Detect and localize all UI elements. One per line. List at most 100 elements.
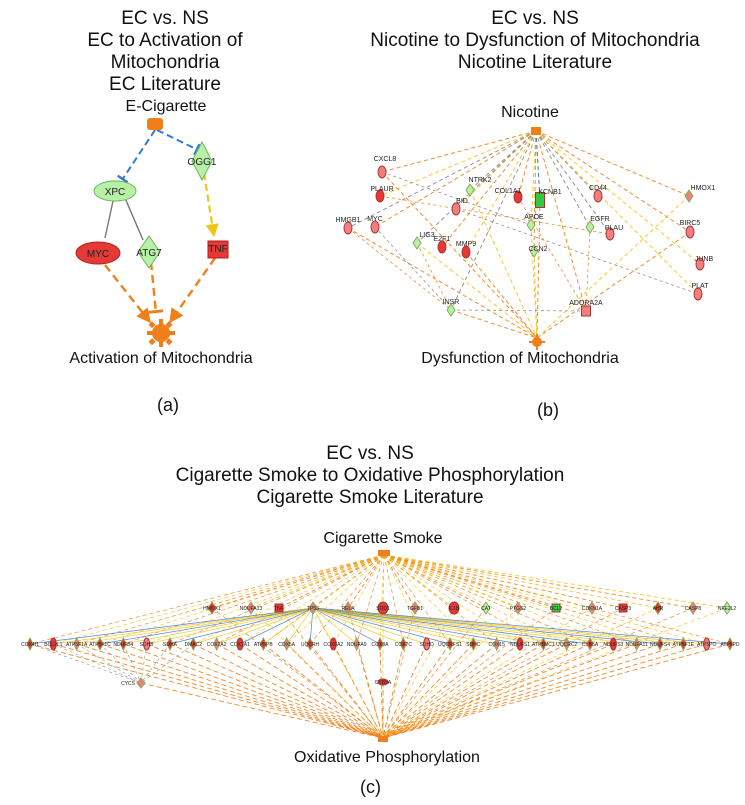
- b-node-ntrk2: [465, 183, 475, 197]
- c-row2-label-uqcrc2: UQCRC2: [556, 642, 577, 648]
- b-node-mmp9: [461, 245, 471, 259]
- c-row2-node-cox5a: [283, 636, 291, 652]
- c-row1-label-ptgs2: PTGS2: [510, 606, 527, 612]
- panel-a-title-line3: EC Literature: [109, 74, 221, 95]
- c-edge-tp53-r2-22: [312, 607, 544, 645]
- c-edge-r3-tgt-0: [140, 682, 384, 739]
- c-row1-node-nfe2l2: [722, 601, 732, 615]
- c-edge-src-r2-10: [263, 554, 385, 645]
- c-edge-src-r2-19: [383, 554, 474, 645]
- c-edge-r2-cycs-1: [53, 643, 142, 684]
- c-edge-src-r2-9: [239, 554, 385, 645]
- c-row3-node-cyb5a: [377, 678, 389, 686]
- c-row2-label-cox5a: COX5A: [278, 642, 296, 648]
- c-row1-node-bcl2: [551, 603, 561, 613]
- b-edge-src-19: [535, 130, 699, 295]
- c-row2-label-sdhd: SDHD: [420, 642, 435, 648]
- b-node-label-junb: JUNB: [695, 256, 714, 263]
- b-edge-src-6: [535, 130, 690, 197]
- c-edge-tp53-r2-16: [312, 607, 404, 645]
- b-node-ccn2: [529, 244, 539, 258]
- edge-ogg1-tnf: [202, 172, 219, 238]
- b-node-label-ccn2: CCN2: [528, 246, 547, 253]
- c-edge-src-r2-16: [383, 554, 404, 645]
- c-edge-r2-tgt-30: [382, 643, 731, 739]
- b-node-junb: [695, 257, 705, 271]
- b-edge-cross-4: [517, 196, 587, 312]
- b-edge-tgt-20: [450, 309, 538, 339]
- b-node-insr: [446, 303, 456, 317]
- c-row3-node-cycs: [136, 677, 146, 689]
- c-edge-tp53-r2-1: [53, 607, 314, 645]
- b-node-label-plau: PLAU: [605, 225, 623, 232]
- b-edge-cross-1: [374, 226, 452, 311]
- c-row2-label-atp5po: ATP5PO: [697, 642, 716, 648]
- c-row2-node-atp5po: [703, 637, 711, 651]
- c-row2-node-atp5pb: [259, 636, 267, 652]
- c-edge-src-r2-13: [333, 554, 385, 645]
- c-edge-src-r2-1: [53, 554, 385, 645]
- c-row1-node-tp53: [308, 601, 318, 615]
- b-edge-tgt-12: [536, 231, 691, 339]
- b-node-col1a1: [513, 190, 523, 204]
- c-edge-tp53-r2-7: [193, 607, 314, 645]
- c-edge-r1-tgt-11: [382, 607, 593, 739]
- c-row2-node-ndufb4: [119, 636, 127, 652]
- c-row2-label-atp5f1e: ATP5F1E: [673, 642, 695, 648]
- node-ogg1: [191, 140, 213, 182]
- c-edge-r2-tgt-9: [239, 643, 384, 739]
- c-row2-node-ndufs3: [609, 637, 617, 651]
- c-edge-tp53-r2-3: [99, 607, 314, 645]
- c-row2-label-ndufs4: NDUFS4: [650, 642, 670, 648]
- c-edge-r1-tgt-1: [250, 607, 384, 739]
- c-row2-label-sdhb: SDHB: [140, 642, 155, 648]
- b-node-e2f1: [437, 240, 447, 254]
- c-edge-tp53-r2-20: [312, 607, 497, 645]
- c-row1-label-ndufa13: NDUFA13: [240, 606, 263, 612]
- c-edge-r2-tgt-21: [382, 643, 521, 739]
- c-row2-label-ndufs1: NDUFS1: [510, 642, 530, 648]
- c-row2-node-cox6a2: [329, 637, 337, 651]
- edge-atg7-target: [148, 261, 164, 314]
- b-node-label-myc: MYC: [367, 216, 383, 223]
- b-edge-tgt-14: [416, 242, 538, 339]
- b-edge-src-15: [441, 130, 537, 248]
- panel-b-title-line1: EC vs. NS: [491, 8, 579, 29]
- c-edge-src-r1-14: [383, 554, 694, 609]
- node-tnf: [207, 240, 229, 259]
- b-edge-cross-3: [450, 309, 587, 312]
- panel-b-target-icon: [529, 334, 545, 350]
- c-edge-tp53-r2-9: [239, 607, 314, 645]
- c-row2-label-cox6a2: COX6A2: [323, 642, 343, 648]
- c-row1-node-ptgs2: [513, 601, 523, 615]
- c-row2-label-ndufa9: NDUFA9: [347, 642, 367, 648]
- b-node-label-col1a1: COL1A1: [495, 188, 522, 195]
- c-edge-tp53-r2-15: [312, 607, 381, 645]
- b-edge-src-8: [347, 130, 537, 229]
- c-edge-src-r2-4: [123, 554, 385, 645]
- c-edge-src-r1-15: [383, 554, 728, 609]
- b-edge-src-17: [535, 130, 611, 235]
- c-row2-node-sdhb: [143, 637, 151, 651]
- c-edge-tp53-r2-8: [216, 607, 314, 645]
- panel-b-title-line2: Nicotine to Dysfunction of Mitochondria: [370, 30, 700, 51]
- b-edge-src-16: [465, 130, 537, 253]
- c-edge-r2-tgt-14: [356, 643, 384, 739]
- c-row2-node-ndufs1: [516, 637, 524, 651]
- c-edge-tp53-r2-5: [146, 607, 314, 645]
- c-edge-r1-tgt-6: [382, 607, 416, 739]
- b-edge-cross-7: [381, 171, 532, 226]
- panel-a-target-icon: [147, 319, 175, 347]
- c-edge-tp53-r2-4: [123, 607, 314, 645]
- c-row2-node-dmac2: [189, 636, 197, 652]
- c-row2-node-ndufa11: [633, 636, 641, 652]
- c-edge-r2-tgt-25: [382, 643, 614, 739]
- c-row2-label-atp5pb: ATP5PB: [254, 642, 273, 648]
- c-edge-r1-tgt-9: [382, 607, 519, 739]
- b-edge-src-0: [381, 130, 537, 173]
- c-row1-node-ahr: [653, 601, 663, 615]
- panel-a-title: EC vs. NS EC to Activation of Mitochondr…: [40, 8, 290, 96]
- b-edge-src-12: [535, 130, 691, 233]
- c-row2-label-ndufs3: NDUFS3: [603, 642, 623, 648]
